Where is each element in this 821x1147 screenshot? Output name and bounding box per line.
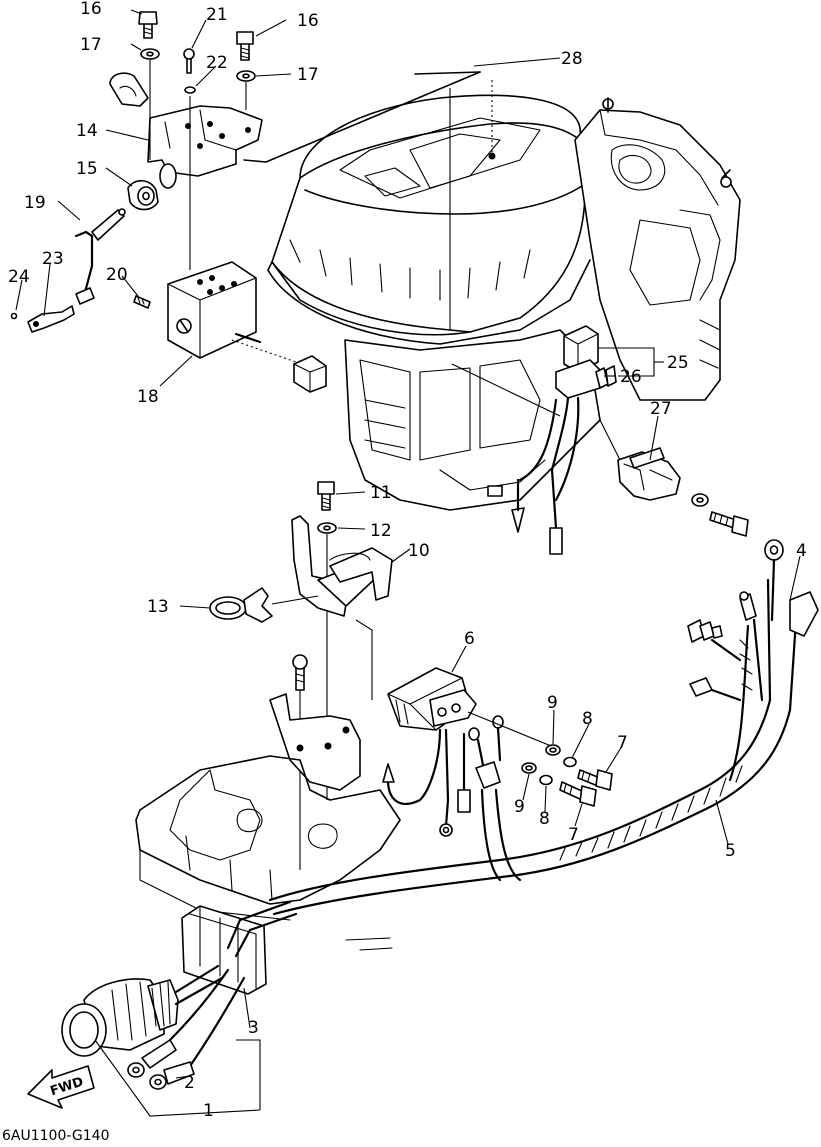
callout-5: 5 [725,841,736,861]
callout-25: 25 [667,353,689,373]
callout-27: 27 [650,399,672,419]
callout-7-lower: 7 [568,825,579,845]
callout-22: 22 [206,53,228,73]
upper-bracket-group [10,11,327,393]
leader-lines [15,9,801,1117]
drawing-code: 6AU1100-G140 [2,1128,110,1142]
lower-mount-harness [135,539,819,951]
part-27-group [599,419,749,537]
callout-9-lower: 9 [514,797,525,817]
callout-21: 21 [206,5,228,25]
callout-9-upper: 9 [547,693,558,713]
callout-8-lower: 8 [539,809,550,829]
callout-24: 24 [8,267,30,287]
callout-8-upper: 8 [582,709,593,729]
callout-19: 19 [24,193,46,213]
callout-3: 3 [248,1018,259,1038]
callout-26: 26 [620,367,642,387]
callout-17-left: 17 [80,35,102,55]
callout-4: 4 [796,541,807,561]
callout-labels: 16 21 16 17 22 17 28 14 15 19 23 24 20 1… [8,0,807,1121]
callout-16-right: 16 [297,11,319,31]
callout-14: 14 [76,121,98,141]
callout-17-right: 17 [297,65,319,85]
connector-group-25-26 [451,325,664,555]
callout-18: 18 [137,387,159,407]
callout-28: 28 [561,49,583,69]
callout-15: 15 [76,159,98,179]
callout-1: 1 [203,1101,214,1121]
middle-bracket-group [209,481,393,800]
callout-20: 20 [106,265,128,285]
callout-10: 10 [408,541,430,561]
callout-6: 6 [464,629,475,649]
grommet-socket-group [27,900,298,1109]
callout-13: 13 [147,597,169,617]
callout-16-left: 16 [80,0,102,19]
callout-23: 23 [42,249,64,269]
callout-11: 11 [370,483,392,503]
fwd-arrow-icon [27,1065,95,1109]
callout-2: 2 [184,1073,195,1093]
module-group-6 [382,667,613,837]
callout-7-upper: 7 [617,733,628,753]
engine-assembly [243,71,741,511]
callout-12: 12 [370,521,392,541]
